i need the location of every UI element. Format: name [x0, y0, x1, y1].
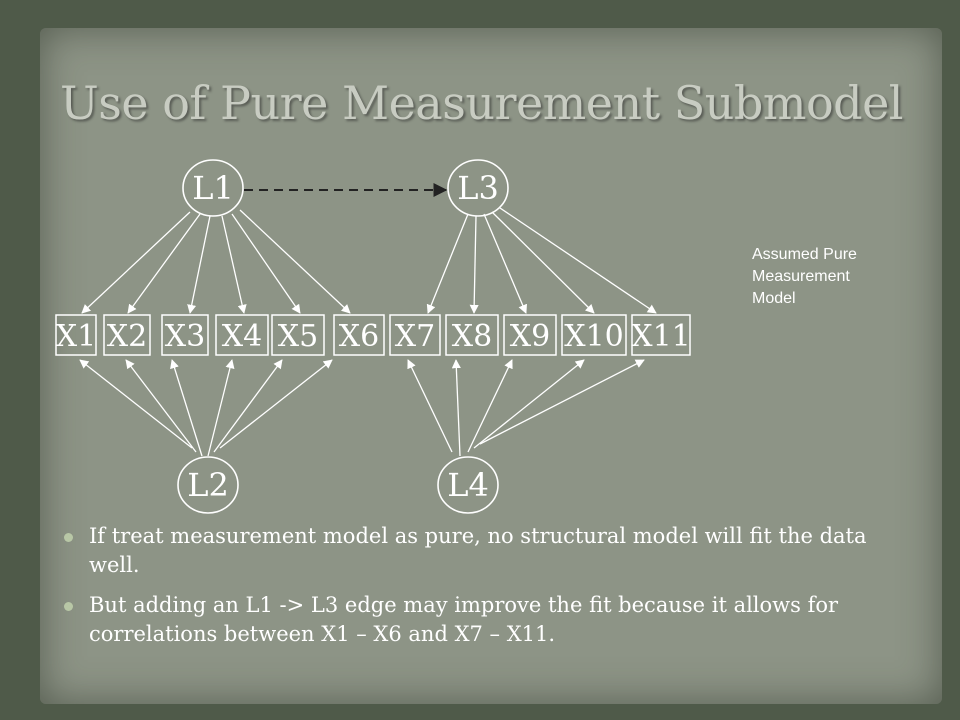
edge-l4-x10 — [473, 359, 585, 449]
bullet-item: But adding an L1 -> L3 edge may improve … — [62, 591, 922, 649]
edge-l3-x9 — [483, 213, 527, 314]
edge-l2-x1 — [79, 359, 193, 449]
edge-l3-x11 — [499, 207, 657, 314]
l2-edges — [79, 359, 333, 457]
indicator-x9-label: X9 — [510, 319, 550, 354]
indicator-x1: X1 — [55, 314, 97, 356]
l1-edges — [81, 209, 351, 314]
indicator-x3: X3 — [161, 314, 209, 356]
latent-l3: L3 — [447, 159, 509, 217]
bullet-text: But adding an L1 -> L3 edge may improve … — [89, 593, 839, 646]
edge-l3-x10 — [491, 211, 595, 314]
indicator-x5-label: X5 — [278, 319, 318, 354]
indicator-x6-label: X6 — [339, 319, 379, 354]
indicator-x4-label: X4 — [222, 319, 262, 354]
indicator-x6: X6 — [333, 314, 385, 356]
indicator-x4: X4 — [215, 314, 269, 356]
bullet-dot-icon — [64, 602, 73, 611]
edge-l2-x3 — [170, 359, 203, 457]
edge-l2-x5 — [213, 359, 283, 453]
edge-l4-x11 — [479, 359, 645, 445]
l3-edges — [426, 207, 657, 314]
indicator-x8-label: X8 — [452, 319, 492, 354]
latent-l4: L4 — [437, 456, 499, 514]
indicator-x10-label: X10 — [564, 319, 624, 354]
latent-l2: L2 — [177, 456, 239, 514]
bullet-list: If treat measurement model as pure, no s… — [62, 522, 922, 660]
latent-l1-label: L1 — [192, 169, 234, 207]
side-note-line-2: Measurement — [752, 268, 850, 285]
edge-l4-x9 — [467, 359, 513, 453]
indicator-x9: X9 — [503, 314, 557, 356]
indicator-x11-label: X11 — [631, 319, 691, 354]
side-note-line-3: Model — [752, 290, 796, 307]
bullet-text: If treat measurement model as pure, no s… — [89, 524, 867, 577]
edge-l2-x2 — [125, 359, 197, 453]
edge-l1-x2 — [127, 213, 201, 314]
indicator-x10: X10 — [561, 314, 627, 356]
edge-l2-x6 — [219, 359, 333, 449]
edge-l3-x8 — [469, 215, 479, 314]
edge-l1-x3 — [187, 215, 211, 314]
indicator-x1-label: X1 — [56, 319, 96, 354]
indicator-x5: X5 — [271, 314, 325, 356]
indicator-x8: X8 — [445, 314, 499, 356]
edge-l1-x1 — [81, 211, 191, 314]
bullet-dot-icon — [64, 533, 73, 542]
edge-l1-x6 — [239, 209, 351, 314]
bullet-item: If treat measurement model as pure, no s… — [62, 522, 922, 580]
latent-l2-label: L2 — [187, 466, 229, 504]
indicator-x2: X2 — [103, 314, 151, 356]
edge-l1-x4 — [221, 215, 247, 314]
l4-edges — [407, 359, 645, 457]
indicator-x7-label: X7 — [395, 319, 435, 354]
indicator-x7: X7 — [389, 314, 441, 356]
side-note-line-1: Assumed Pure — [752, 246, 857, 263]
content-panel — [40, 28, 942, 704]
edge-l4-x7 — [407, 359, 453, 453]
side-note: Assumed Pure Measurement Model — [752, 244, 932, 310]
latent-l4-label: L4 — [447, 466, 489, 504]
edge-l4-x8 — [451, 359, 461, 457]
indicator-x11: X11 — [631, 314, 691, 356]
latent-l3-label: L3 — [457, 169, 499, 207]
edge-l3-x7 — [426, 213, 469, 314]
latent-l1: L1 — [182, 159, 244, 217]
edge-l1-x5 — [231, 213, 301, 314]
indicator-x3-label: X3 — [165, 319, 205, 354]
slide-title: Use of Pure Measurement Submodel — [60, 76, 904, 130]
indicator-x2-label: X2 — [107, 319, 147, 354]
edge-l2-x4 — [207, 359, 235, 457]
